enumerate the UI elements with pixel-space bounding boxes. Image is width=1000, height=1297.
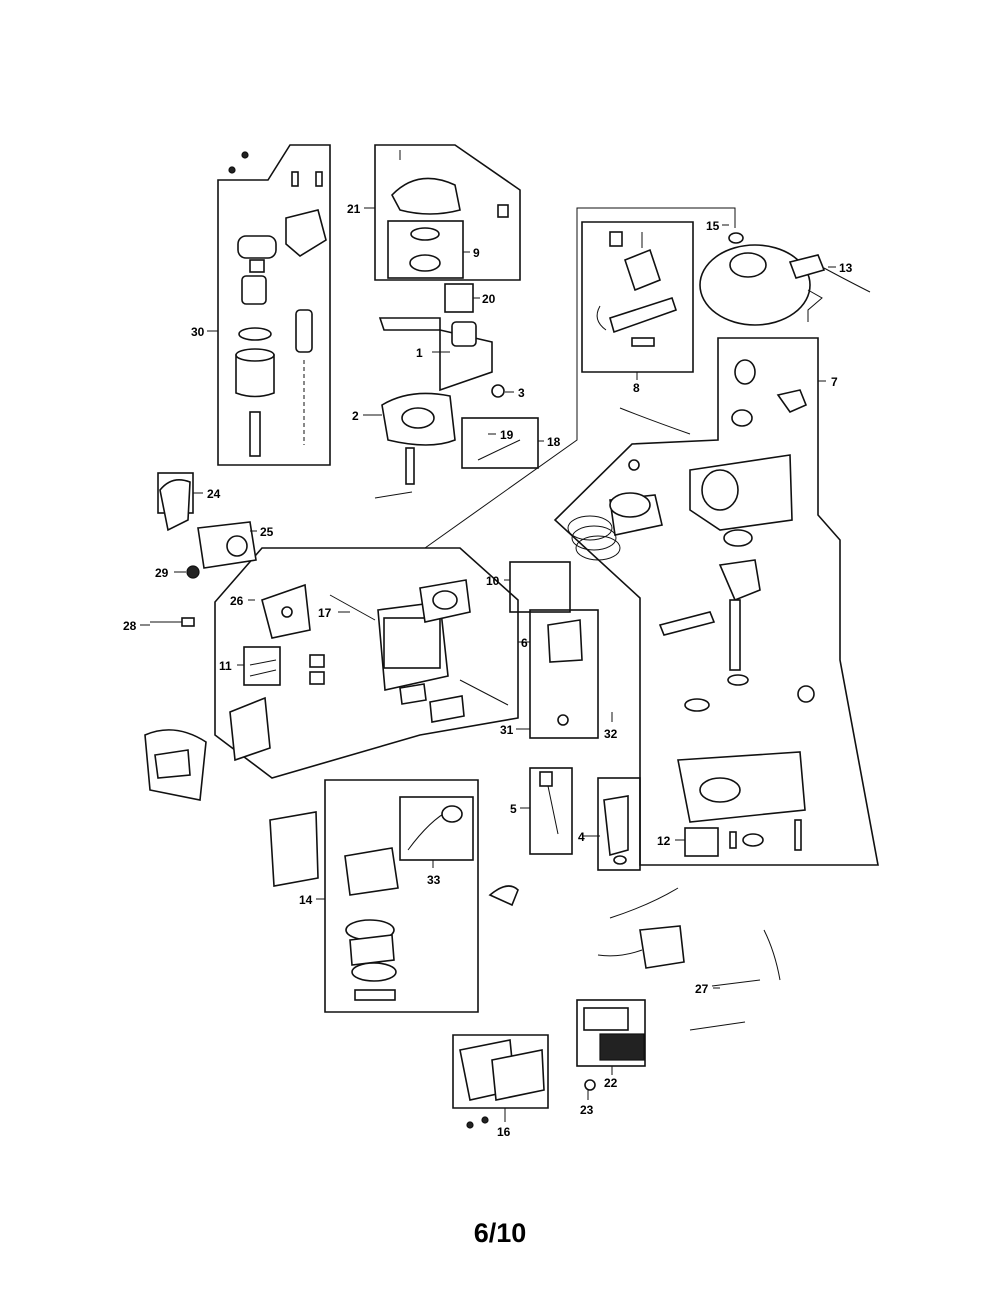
callout-9: 9 <box>473 246 480 260</box>
box-12 <box>684 827 719 857</box>
callout-8: 8 <box>633 381 640 395</box>
center-divider-line <box>424 232 578 549</box>
air-cleaner <box>459 1007 645 1129</box>
callout-24: 24 <box>207 487 221 501</box>
box-18 <box>461 417 539 469</box>
box-33 <box>399 796 474 861</box>
blower-housing-group-outline <box>374 144 521 281</box>
box-5 <box>529 767 573 855</box>
box-9 <box>387 220 464 279</box>
callout-18: 18 <box>547 435 561 449</box>
box-11 <box>243 646 281 686</box>
callout-27: 27 <box>695 982 709 996</box>
box-20 <box>444 283 474 313</box>
group-outlines <box>214 144 879 1109</box>
sub-boxes <box>157 220 719 1067</box>
air-cleaner-group-outline <box>452 1034 549 1109</box>
callout-13: 13 <box>839 261 853 275</box>
callout-5: 5 <box>510 802 517 816</box>
callout-20: 20 <box>482 292 496 306</box>
starter-motor <box>228 151 327 457</box>
crankcase-group-outline <box>553 337 879 866</box>
breather-and-intake <box>378 317 521 485</box>
piston-and-rings <box>567 459 663 561</box>
callout-6: 6 <box>521 636 528 650</box>
governor-bracket <box>596 231 678 347</box>
callout-4: 4 <box>578 830 585 844</box>
callout-11: 11 <box>219 659 232 673</box>
linkages <box>374 491 781 1031</box>
callout-21: 21 <box>347 202 361 216</box>
callout-26: 26 <box>230 594 244 608</box>
callout-14: 14 <box>299 893 313 907</box>
callout-1: 1 <box>416 346 423 360</box>
carburetor-group-outline <box>324 779 479 1013</box>
callout-29: 29 <box>155 566 169 580</box>
starter-group-outline <box>217 144 331 466</box>
callout-10: 10 <box>486 574 500 588</box>
parts <box>144 151 871 1129</box>
callout-12: 12 <box>657 834 671 848</box>
dipstick-and-tube <box>539 619 629 865</box>
governor-group-outline <box>581 221 694 373</box>
page-number: 6/10 <box>473 1218 527 1248</box>
flywheel-region-line <box>576 207 736 232</box>
box-31 <box>529 609 599 739</box>
callout-19: 19 <box>500 428 514 442</box>
flywheel <box>619 232 871 435</box>
cylinder-head-group-outline <box>214 547 519 779</box>
callout-15: 15 <box>706 219 720 233</box>
callout-28: 28 <box>123 619 137 633</box>
callout-23: 23 <box>580 1103 594 1117</box>
leader-lines <box>140 207 836 1122</box>
callout-30: 30 <box>191 325 205 339</box>
cylinder-head <box>229 579 509 762</box>
callout-17: 17 <box>318 606 332 620</box>
callout-31: 31 <box>500 723 514 737</box>
callout-3: 3 <box>518 386 525 400</box>
callout-7: 7 <box>831 375 838 389</box>
callout-32: 32 <box>604 727 618 741</box>
carburetor <box>344 805 519 1001</box>
engine-block <box>658 359 815 851</box>
callout-25: 25 <box>260 525 274 539</box>
callout-2: 2 <box>352 409 359 423</box>
callout-22: 22 <box>604 1076 618 1090</box>
box-4 <box>597 777 641 871</box>
callout-16: 16 <box>497 1125 511 1139</box>
box-22 <box>576 999 646 1067</box>
callouts: 1 2 3 4 5 6 7 8 9 10 11 12 13 14 15 16 1… <box>123 202 853 1139</box>
blower-housing <box>391 177 509 272</box>
muffler-and-shields <box>144 479 319 887</box>
box-10 <box>509 561 571 613</box>
callout-33: 33 <box>427 873 441 887</box>
